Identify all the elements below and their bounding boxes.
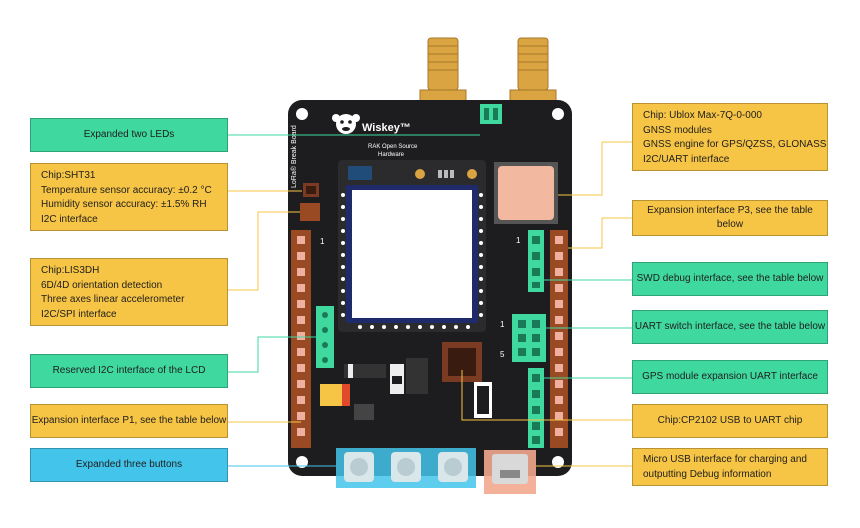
pin1-marker-right: 1 [516, 236, 521, 245]
lcd-i2c-header [316, 306, 334, 368]
callout-p1: Expansion interface P1, see the table be… [30, 404, 228, 438]
callout-uart-switch: UART switch interface, see the table bel… [632, 310, 828, 344]
sht31-line-1: Chip:SHT31 [41, 170, 96, 181]
voltage-regulator [406, 358, 428, 394]
monkey-logo-icon [332, 114, 360, 134]
uart-pin5-marker: 5 [500, 350, 505, 359]
sht31-line-2: Temperature sensor accuracy: ±0.2 °C [41, 184, 212, 196]
button-1[interactable] [344, 452, 374, 482]
callout-cp2102: Chip:CP2102 USB to UART chip [632, 404, 828, 438]
board-side-label: LoRa® Break Board [290, 125, 298, 188]
usb-line-1: Micro USB interface for charging and [643, 454, 807, 465]
callout-usb: Micro USB interface for charging and out… [632, 448, 828, 486]
uart-pin1-marker: 1 [500, 320, 505, 329]
button-3[interactable] [438, 452, 468, 482]
sht31-line-4: I2C interface [41, 213, 98, 225]
diode [344, 364, 386, 378]
pin1-marker-left: 1 [320, 237, 325, 246]
gps-line-2: GNSS modules [643, 124, 712, 136]
gps-line-4: I2C/UART interface [643, 153, 730, 165]
usb-line-2: outputting Debug information [643, 468, 772, 480]
uart-switch-header [512, 314, 546, 362]
lis3dh-line-4: I2C/SPI interface [41, 308, 117, 320]
lis3dh-chip [300, 203, 320, 221]
callout-swd: SWD debug interface, see the table below [632, 262, 828, 296]
gps-line-3: GNSS engine for GPS/QZSS, GLONASS [643, 139, 827, 150]
brand-text: Wiskey™ [362, 122, 411, 134]
callout-lcd-i2c-text: Reserved I2C interface of the LCD [52, 364, 206, 376]
led-pair [480, 104, 502, 124]
callout-p1-text: Expansion interface P1, see the table be… [31, 414, 227, 426]
board-subtitle-2: Hardware [378, 152, 405, 158]
callout-p3-text: Expansion interface P3, see the table be… [647, 204, 813, 231]
swd-header [528, 230, 544, 292]
callout-gps-chip: Chip: Ublox Max-7Q-0-000 GNSS modules GN… [632, 103, 828, 171]
callout-buttons-text: Expanded three buttons [75, 458, 183, 470]
lis3dh-line-1: Chip:LIS3DH [41, 265, 100, 276]
micro-usb-port [484, 450, 536, 494]
callout-p3: Expansion interface P3, see the table be… [632, 200, 828, 236]
lis3dh-line-2: 6D/4D orientation detection [41, 279, 163, 291]
callout-cp2102-text: Chip:CP2102 USB to UART chip [657, 414, 803, 426]
callout-lcd-i2c: Reserved I2C interface of the LCD [30, 354, 228, 388]
callout-leds-text: Expanded two LEDs [83, 128, 175, 140]
callout-gps-uart-text: GPS module expansion UART interface [642, 370, 818, 382]
gps-line-1: Chip: Ublox Max-7Q-0-000 [643, 110, 762, 121]
callout-buttons: Expanded three buttons [30, 448, 228, 482]
callout-swd-text: SWD debug interface, see the table below [636, 272, 824, 284]
sht31-line-3: Humidity sensor accuracy: ±1.5% RH [41, 199, 207, 210]
lis3dh-line-3: Three axes linear accelerometer [41, 294, 185, 305]
callout-leds: Expanded two LEDs [30, 118, 228, 152]
callout-uart-switch-text: UART switch interface, see the table bel… [634, 320, 826, 332]
callout-sht31: Chip:SHT31 Temperature sensor accuracy: … [30, 163, 228, 231]
callout-lis3dh: Chip:LIS3DH 6D/4D orientation detection … [30, 258, 228, 326]
button-2[interactable] [391, 452, 421, 482]
board-subtitle-1: RAK Open Source [368, 144, 418, 150]
callout-gps-uart: GPS module expansion UART interface [632, 360, 828, 394]
